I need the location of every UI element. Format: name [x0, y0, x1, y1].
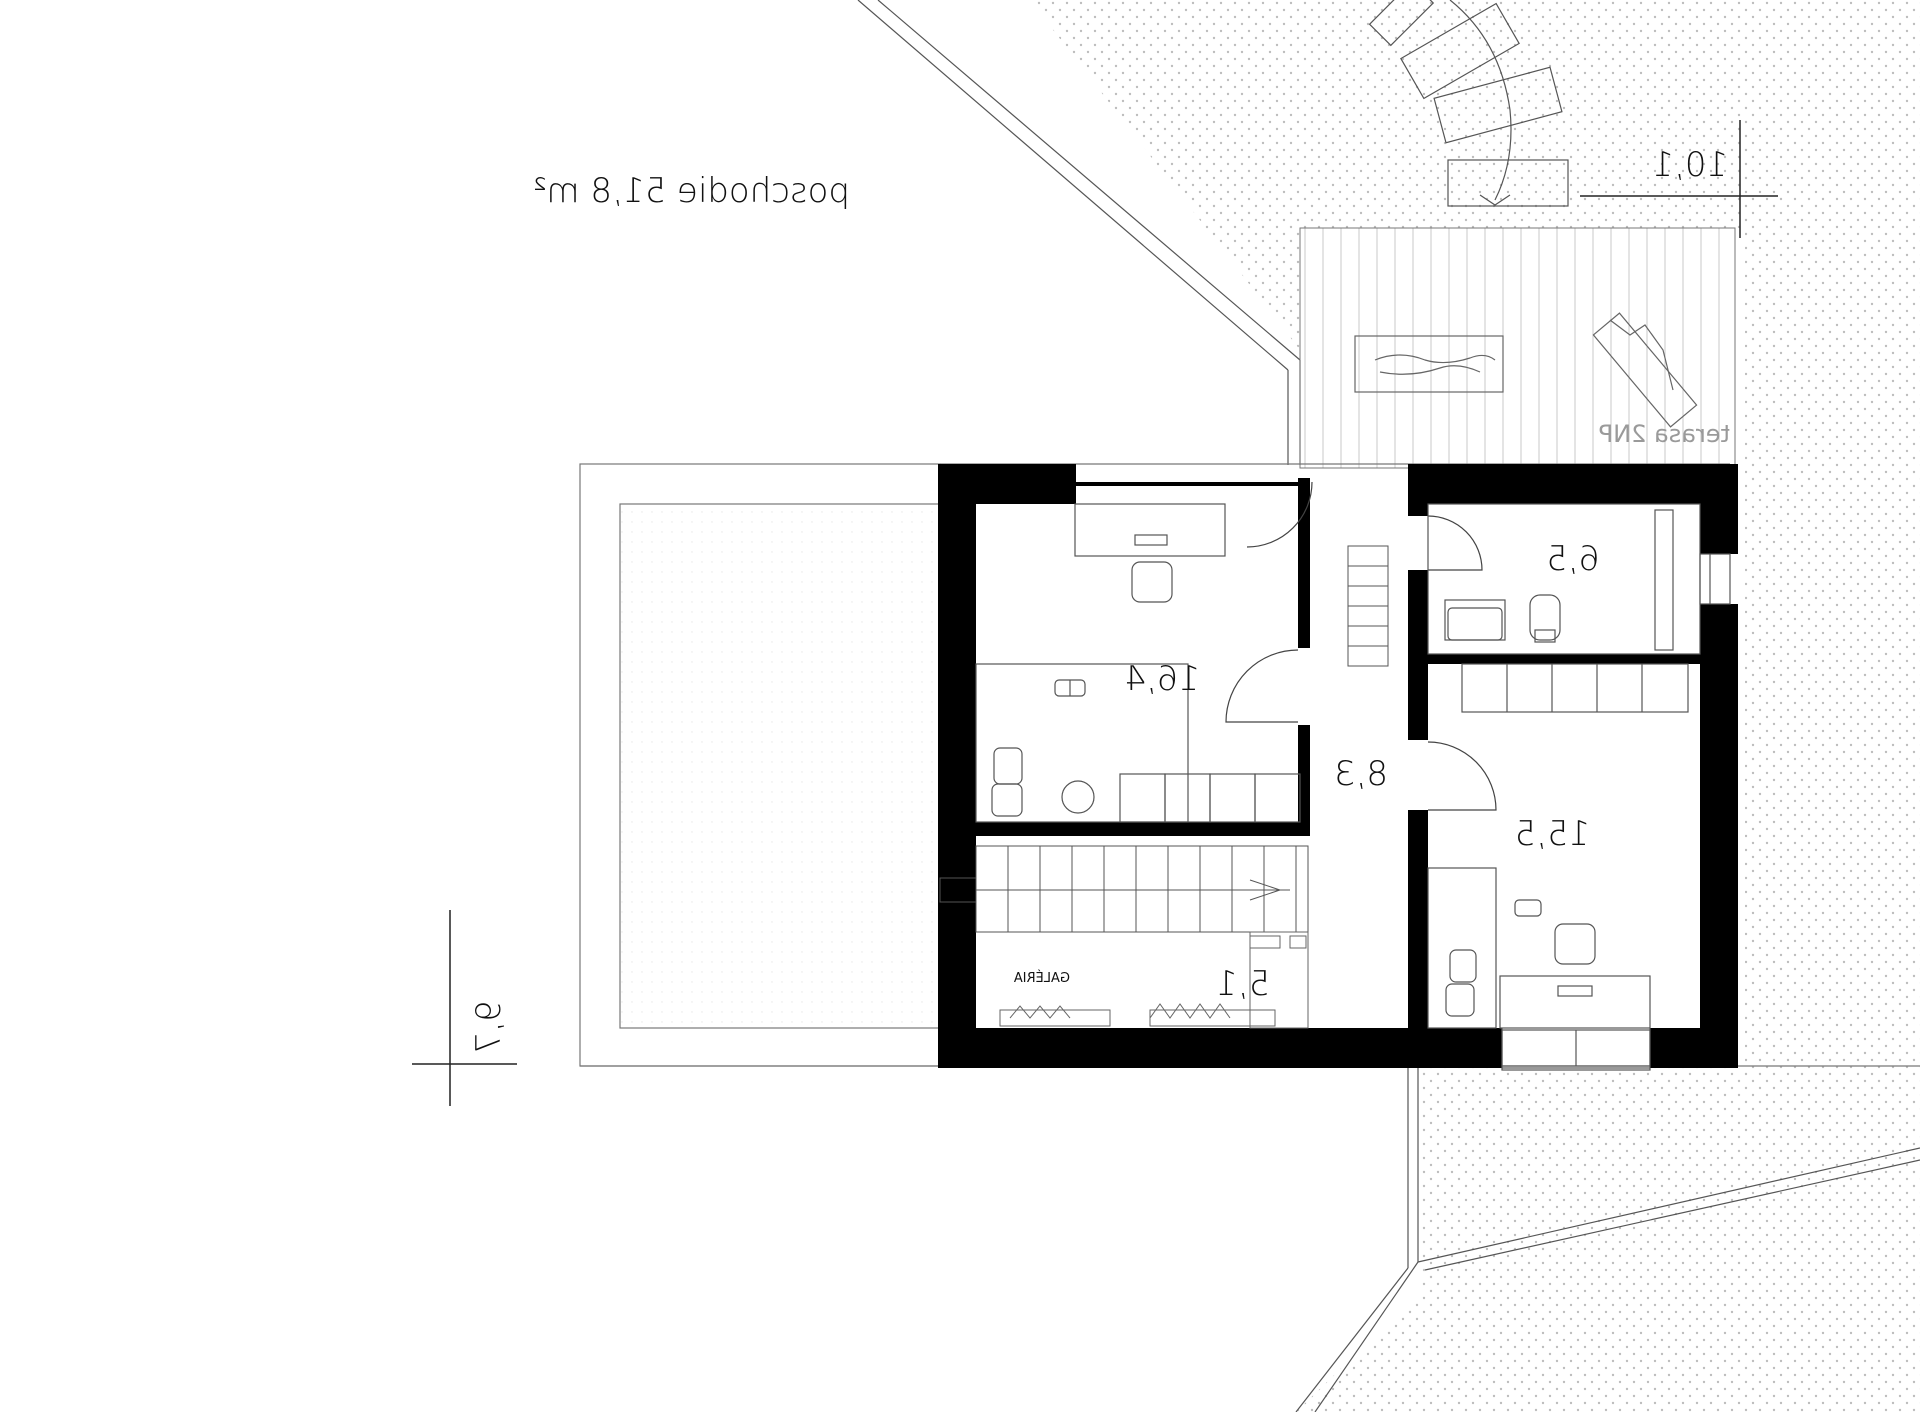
floor-title: poschodie 51,8 m² [533, 171, 850, 211]
walls [938, 464, 1738, 1068]
bathroom-fixtures [1427, 503, 1731, 655]
furniture-room-a [975, 503, 1301, 823]
doors [1225, 481, 1497, 811]
dimension-lines [412, 120, 1778, 1106]
lounge-chairs [1368, 0, 1569, 207]
site-boundary-lines [857, 0, 1920, 1412]
left-annex [579, 463, 941, 1067]
room-b-area: 6,5 [1546, 539, 1600, 579]
terrace-label: terasa 2NP [1599, 420, 1730, 448]
gallery-area: 5,1 [1216, 964, 1270, 1004]
room-a-area: 16,4 [1124, 659, 1200, 699]
gallery-furnishing [999, 931, 1309, 1029]
stairs [939, 545, 1389, 933]
landscape-dotted-areas [880, 0, 1920, 1412]
dimension-top-right: 10,1 [1652, 145, 1728, 185]
room-c-area: 15,5 [1514, 814, 1590, 854]
labels: poschodie 51,8 m² terasa 2NP 6,5 16,4 8,… [469, 145, 1730, 1054]
corridor-area: 8,3 [1334, 754, 1388, 794]
dimension-left: 9,7 [469, 1000, 509, 1054]
gallery-label: GALÉRIA [1014, 970, 1070, 986]
furniture-room-c [1427, 663, 1689, 1071]
terrace-deck [1299, 227, 1736, 469]
